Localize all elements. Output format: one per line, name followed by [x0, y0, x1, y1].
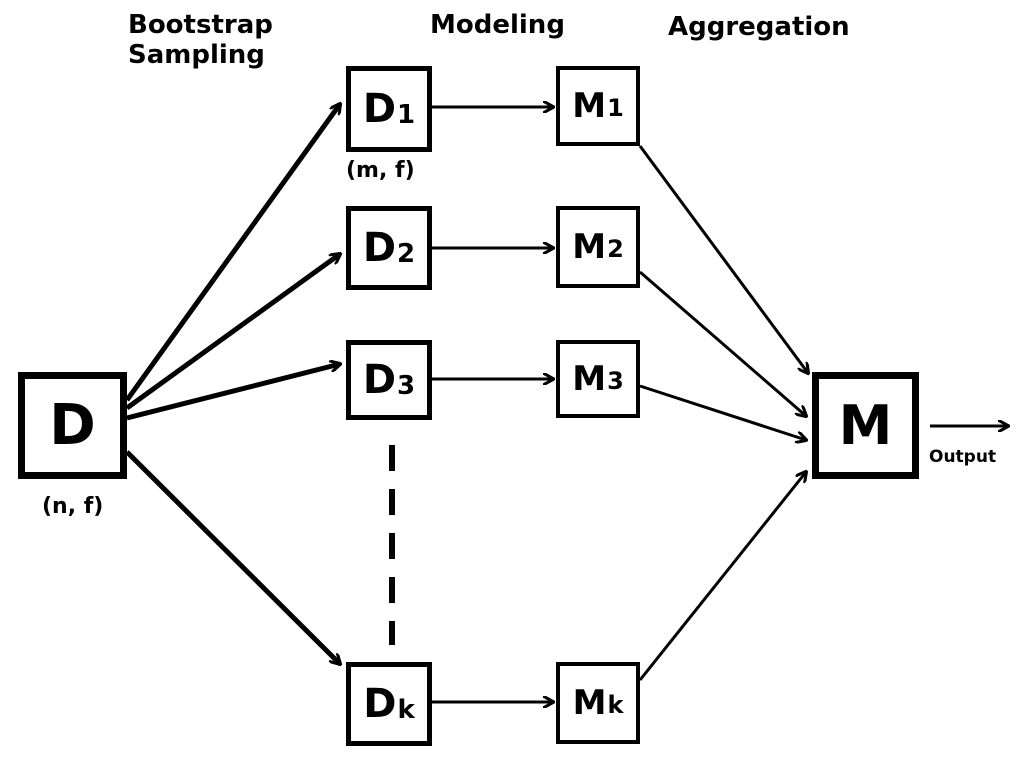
input-shape-note: (n, f) — [42, 494, 104, 519]
sample-subscript: 2 — [397, 239, 416, 269]
sample-label: D — [362, 357, 397, 403]
sample-subscript: k — [397, 695, 415, 725]
output-label: Output — [929, 447, 997, 467]
arrow-m3-to-m — [639, 384, 806, 440]
sample-shape-note: (m, f) — [346, 158, 415, 183]
arrow-d-to-dk — [125, 450, 340, 664]
model-subscript: 1 — [607, 94, 624, 122]
model-label: M — [572, 86, 607, 126]
arrow-d-to-d3 — [126, 364, 340, 421]
aggregate-model-box: M — [812, 372, 919, 479]
model-subscript: 2 — [607, 235, 624, 263]
sample-subscript: 3 — [397, 371, 416, 401]
arrow-d-to-d2 — [125, 254, 340, 411]
input-dataset-box: D — [18, 372, 127, 479]
model-label: M — [572, 683, 607, 723]
model-subscript: k — [607, 691, 624, 719]
arrow-mk-to-m — [638, 472, 806, 681]
model-label: M — [572, 227, 607, 267]
aggregate-model-label: M — [838, 393, 893, 457]
sample-label: D — [362, 86, 397, 132]
arrow-d-to-d1 — [124, 104, 340, 402]
model-subscript: 3 — [607, 367, 624, 395]
header-modeling: Modeling — [430, 10, 565, 40]
sample-label: D — [363, 681, 397, 727]
arrow-m2-to-m — [639, 270, 806, 416]
header-aggregation: Aggregation — [668, 12, 850, 42]
input-dataset-label: D — [49, 392, 96, 458]
model-label: M — [572, 359, 607, 399]
arrow-m1-to-m — [638, 145, 808, 373]
sample-subscript: 1 — [397, 100, 416, 130]
header-bootstrap-sampling: Bootstrap Sampling — [128, 10, 273, 70]
sample-label: D — [362, 225, 397, 271]
